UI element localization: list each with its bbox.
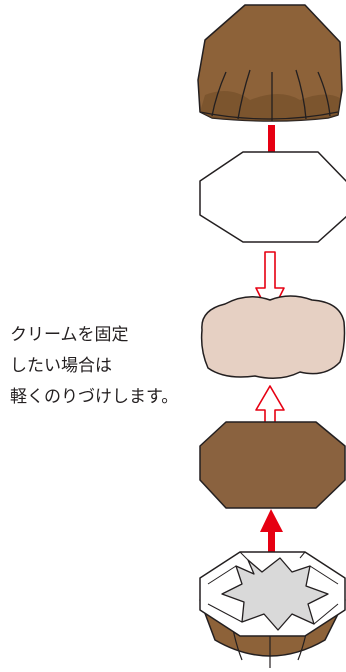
red-up-arrow-icon xyxy=(260,509,283,571)
white-octagon-sheet xyxy=(199,151,346,243)
brown-octagon-disc xyxy=(199,421,346,509)
caption-line-2: したい場合は xyxy=(10,356,112,376)
dome-top xyxy=(197,4,343,122)
caption-line-3: 軽くのりづけします。 xyxy=(10,387,179,407)
caption-line-1: クリームを固定 xyxy=(10,325,129,345)
cream-layer xyxy=(200,295,346,379)
instruction-caption: クリームを固定 したい場合は 軽くのりづけします。 xyxy=(10,320,220,413)
cup-base xyxy=(199,551,346,668)
